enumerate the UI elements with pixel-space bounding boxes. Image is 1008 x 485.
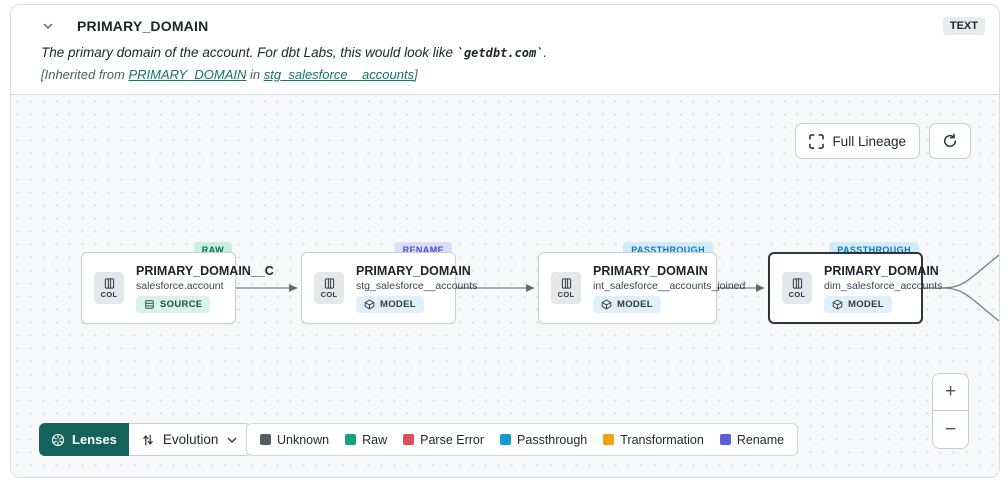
zoom-controls: + − (932, 373, 969, 449)
inherited-note: [Inherited from PRIMARY_DOMAIN in stg_sa… (41, 67, 985, 82)
refresh-icon (943, 133, 957, 147)
lineage-node-intermediate[interactable]: PASSTHROUGH COL PRIMARY_DOMAIN int_sales… (538, 242, 745, 324)
col-chip-label: COL (788, 289, 806, 299)
node-subtitle: stg_salesforce__accounts (356, 279, 478, 292)
legend-swatch (345, 434, 357, 445)
resource-type-label: SOURCE (160, 298, 203, 310)
legend-label: Unknown (277, 432, 330, 447)
column-lineage-panel: PRIMARY_DOMAIN TEXT The primary domain o… (10, 4, 1000, 478)
column-chip: COL (551, 272, 581, 304)
model-cube-icon (832, 299, 843, 309)
description-code: `getdbt.com` (456, 46, 544, 60)
legend-swatch (500, 434, 512, 445)
inherited-prefix: [Inherited from (41, 67, 129, 82)
column-chip: COL (314, 272, 344, 304)
resource-type-label: MODEL (848, 298, 884, 310)
evolution-icon (143, 434, 153, 445)
legend-label: Transformation (620, 432, 704, 447)
lenses-button[interactable]: Lenses (39, 423, 129, 456)
col-chip-label: COL (320, 289, 338, 299)
column-description: The primary domain of the account. For d… (41, 45, 985, 60)
resource-type-label: MODEL (617, 298, 653, 310)
resource-type-badge: MODEL (593, 295, 661, 313)
model-cube-icon (601, 299, 612, 309)
legend-label: Parse Error (420, 432, 485, 447)
refresh-button[interactable] (929, 123, 971, 159)
resource-type-badge: SOURCE (136, 295, 211, 313)
node-title: PRIMARY_DOMAIN (593, 263, 708, 278)
columns-icon (104, 277, 114, 289)
node-title: PRIMARY_DOMAIN__C (136, 263, 274, 278)
column-chip: COL (94, 272, 124, 304)
zoom-in-button[interactable]: + (933, 374, 968, 411)
evolution-legend: Unknown Raw Parse Error Passthrough Tran… (246, 423, 799, 456)
node-subtitle: int_salesforce__accounts_joined (593, 279, 746, 292)
legend-item-passthrough: Passthrough (500, 433, 587, 447)
node-subtitle: salesforce.account (136, 279, 224, 292)
inherited-middle: in (246, 67, 264, 82)
col-chip-label: COL (100, 289, 118, 299)
inherited-column-link[interactable]: PRIMARY_DOMAIN (128, 67, 247, 82)
expand-corners-icon (809, 133, 825, 149)
columns-icon (561, 277, 571, 289)
legend-label: Rename (736, 432, 785, 447)
lens-aperture-icon (51, 433, 65, 446)
description-text: The primary domain of the account. For d… (41, 45, 457, 60)
columns-icon (324, 277, 334, 289)
legend-item-rename: Rename (719, 432, 785, 447)
columns-icon (792, 277, 802, 289)
column-header: PRIMARY_DOMAIN TEXT The primary domain o… (11, 5, 999, 82)
collapse-chevron-icon[interactable] (37, 15, 59, 37)
resource-type-badge: MODEL (356, 295, 424, 313)
lenses-control: Lenses Evolution (39, 423, 252, 456)
column-chip: COL (782, 272, 812, 304)
legend-swatch (260, 434, 271, 445)
lineage-node-dim-selected[interactable]: PASSTHROUGH COL PRIMARY_DOMAIN dim_sales… (768, 242, 942, 324)
legend-item-transformation: Transformation (603, 433, 704, 447)
lenses-label: Lenses (72, 432, 117, 447)
lens-dropdown[interactable]: Evolution (128, 423, 252, 456)
legend-item-raw: Raw (345, 433, 387, 447)
inherited-model-link[interactable]: stg_salesforce__accounts (263, 67, 415, 82)
data-type-badge: TEXT (942, 17, 985, 35)
lineage-node-source[interactable]: RAW COL PRIMARY_DOMAIN__C salesforce.acc… (81, 242, 274, 324)
source-icon (145, 299, 154, 309)
node-title: PRIMARY_DOMAIN (356, 263, 471, 278)
zoom-out-button[interactable]: − (933, 411, 968, 448)
lineage-canvas[interactable]: Full Lineage RAW COL PRIMARY_DOMAIN__C s… (11, 94, 999, 477)
node-title: PRIMARY_DOMAIN (824, 263, 939, 278)
legend-label: Passthrough (517, 432, 588, 447)
legend-label: Raw (362, 432, 388, 447)
resource-type-label: MODEL (380, 298, 416, 310)
resource-type-badge: MODEL (824, 295, 892, 313)
legend-swatch (719, 434, 731, 445)
chevron-down-icon (228, 437, 237, 443)
lens-selected-label: Evolution (162, 432, 219, 447)
node-subtitle: dim_salesforce_accounts (824, 279, 943, 292)
full-lineage-label: Full Lineage (832, 133, 906, 149)
canvas-toolbar: Full Lineage (795, 123, 971, 159)
full-lineage-button[interactable]: Full Lineage (795, 123, 920, 159)
model-cube-icon (364, 299, 375, 309)
legend-item-parse-error: Parse Error (403, 433, 484, 447)
legend-swatch (403, 434, 415, 445)
legend-swatch (603, 434, 615, 445)
column-title: PRIMARY_DOMAIN (77, 18, 209, 34)
col-chip-label: COL (557, 289, 575, 299)
description-period: . (543, 45, 548, 60)
lineage-node-staging[interactable]: RENAME COL PRIMARY_DOMAIN stg_salesforce… (301, 242, 477, 324)
legend-item-unknown: Unknown (260, 433, 329, 447)
inherited-suffix: ] (414, 67, 418, 82)
